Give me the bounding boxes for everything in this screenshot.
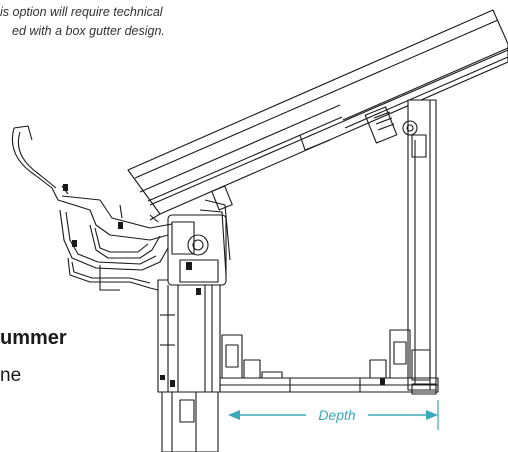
roof-panel: [127, 9, 508, 221]
technical-note-line-2: ed with a box gutter design.: [12, 24, 165, 38]
technical-note-line-1: is option will require technical: [0, 5, 163, 19]
depth-dimension: Depth: [228, 400, 439, 430]
depth-arrow-right: [426, 410, 438, 420]
depth-label: Depth: [318, 407, 356, 423]
base-track: [219, 329, 439, 393]
depth-arrow-left: [228, 410, 240, 420]
section-subtitle: ne: [0, 365, 22, 386]
fixings: [63, 184, 385, 387]
external-gutter: [12, 125, 173, 291]
left-post: [157, 279, 221, 452]
right-wall-frame: [364, 99, 437, 395]
technical-note: is option will require technical ed with…: [0, 3, 300, 41]
gutter-assembly: [167, 185, 233, 286]
section-title: ummer: [0, 327, 67, 349]
